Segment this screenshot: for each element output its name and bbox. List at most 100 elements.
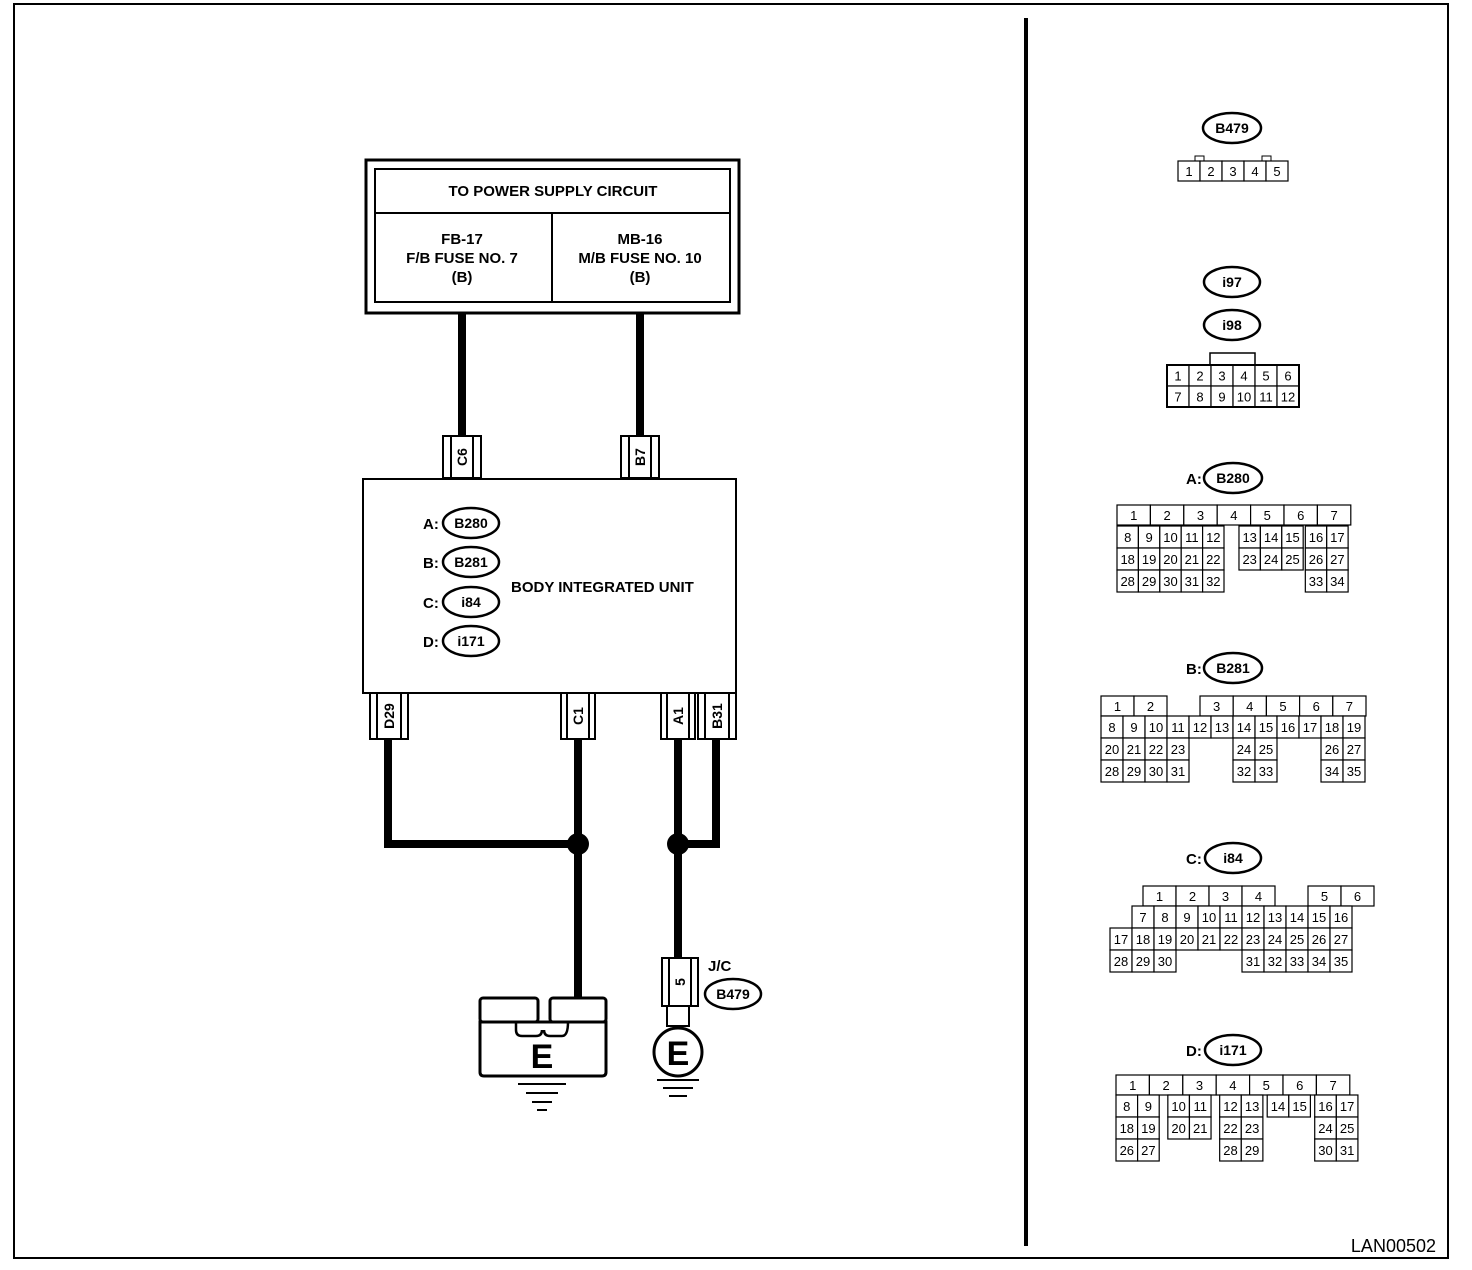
b281-pin: 25 [1259,742,1273,757]
i84-pin: 21 [1202,932,1216,947]
i97-pin: 6 [1284,369,1291,384]
b280-pin: 15 [1285,530,1299,545]
fuse-left-line1: FB-17 [441,231,483,248]
b280-pin: 12 [1206,530,1220,545]
i171-pin: 24 [1318,1121,1332,1136]
i84-pin: 12 [1246,910,1260,925]
b281-pin: 12 [1193,720,1207,735]
b281-pin: 2 [1147,699,1154,714]
i84-pin: 24 [1268,932,1282,947]
b281-pin: 14 [1237,720,1251,735]
svg-text:D:: D: [1186,1043,1202,1060]
unit-conn-b-prefix: B: [423,555,439,572]
i171-pin: 31 [1340,1143,1354,1158]
b281-pin: 21 [1127,742,1141,757]
power-supply-title: TO POWER SUPPLY CIRCUIT [449,183,658,200]
b479-pin: 1 [1185,164,1192,179]
terminal-d29: D29 [369,692,409,740]
i84-pin: 25 [1290,932,1304,947]
svg-text:B280: B280 [1216,470,1250,486]
svg-text:A1: A1 [670,707,686,725]
i171-pin: 2 [1162,1078,1169,1093]
b280-pin: 30 [1163,574,1177,589]
joint-label: J/C [708,958,732,975]
b281-pin: 13 [1215,720,1229,735]
i97-pin: 10 [1237,390,1251,405]
b280-pin: 27 [1330,552,1344,567]
unit-title: BODY INTEGRATED UNIT [511,579,694,596]
svg-text:D29: D29 [381,703,397,729]
svg-text:C:: C: [1186,851,1202,868]
document-id: LAN00502 [1351,1236,1436,1256]
svg-text:B7: B7 [632,448,648,466]
b281-pin: 33 [1259,764,1273,779]
legend-i97-code: i97 [1222,274,1242,290]
i84-pin: 5 [1321,889,1328,904]
i171-pin: 15 [1292,1099,1306,1114]
i171-pin: 18 [1120,1121,1134,1136]
b479-pin: 4 [1251,164,1258,179]
i84-pin: 17 [1114,932,1128,947]
i171-pin: 28 [1223,1143,1237,1158]
b281-pin: 16 [1281,720,1295,735]
i171-pin: 1 [1129,1078,1136,1093]
i84-pin: 32 [1268,954,1282,969]
b281-pin: 1 [1114,699,1121,714]
i84-pin: 27 [1334,932,1348,947]
b281-pin: 7 [1346,699,1353,714]
b281-pin: 26 [1325,742,1339,757]
fuse-right-line3: (B) [630,269,651,286]
i171-pin: 14 [1271,1099,1285,1114]
i171-pin: 10 [1171,1099,1185,1114]
b280-pin: 34 [1330,574,1344,589]
svg-text:B:: B: [1186,661,1202,678]
i171-pin: 9 [1145,1099,1152,1114]
svg-text:A:: A: [1186,471,1202,488]
b281-pin: 3 [1213,699,1220,714]
b280-pin: 5 [1264,508,1271,523]
b281-pin: 28 [1105,764,1119,779]
b281-pin: 6 [1313,699,1320,714]
unit-conn-d-code: i171 [457,633,484,649]
outer-border [13,3,1449,1259]
i84-pin: 31 [1246,954,1260,969]
b280-pin: 13 [1242,530,1256,545]
b280-pin: 14 [1264,530,1278,545]
i84-pin: 3 [1222,889,1229,904]
i84-pin: 2 [1189,889,1196,904]
svg-text:i171: i171 [1219,1042,1246,1058]
i171-pin: 21 [1193,1121,1207,1136]
b281-pin: 10 [1149,720,1163,735]
i171-pin: 5 [1263,1078,1270,1093]
fuse-left-line2: F/B FUSE NO. 7 [406,250,518,267]
b280-pin: 2 [1163,508,1170,523]
b280-pin: 29 [1142,574,1156,589]
b280-pin: 28 [1120,574,1134,589]
joint-pin: 5 [672,978,688,986]
i84-pin: 18 [1136,932,1150,947]
i171-pin: 4 [1229,1078,1236,1093]
i84-pin: 33 [1290,954,1304,969]
b280-pin: 9 [1145,530,1152,545]
i84-pin: 1 [1156,889,1163,904]
unit-conn-c-prefix: C: [423,595,439,612]
b281-pin: 8 [1108,720,1115,735]
i171-pin: 25 [1340,1121,1354,1136]
b281-pin: 34 [1325,764,1339,779]
terminal-c1: C1 [560,692,596,740]
fuse-right-line1: MB-16 [617,231,662,248]
i171-pin: 27 [1141,1143,1155,1158]
i84-pin: 4 [1255,889,1262,904]
fuse-left-line3: (B) [452,269,473,286]
i171-pin: 7 [1329,1078,1336,1093]
i171-pin: 8 [1123,1099,1130,1114]
b479-pin: 2 [1207,164,1214,179]
unit-conn-a-prefix: A: [423,516,439,533]
b281-pin: 32 [1237,764,1251,779]
i84-pin: 9 [1183,910,1190,925]
i84-pin: 13 [1268,910,1282,925]
i84-pin: 6 [1354,889,1361,904]
b281-pin: 24 [1237,742,1251,757]
b280-pin: 7 [1330,508,1337,523]
